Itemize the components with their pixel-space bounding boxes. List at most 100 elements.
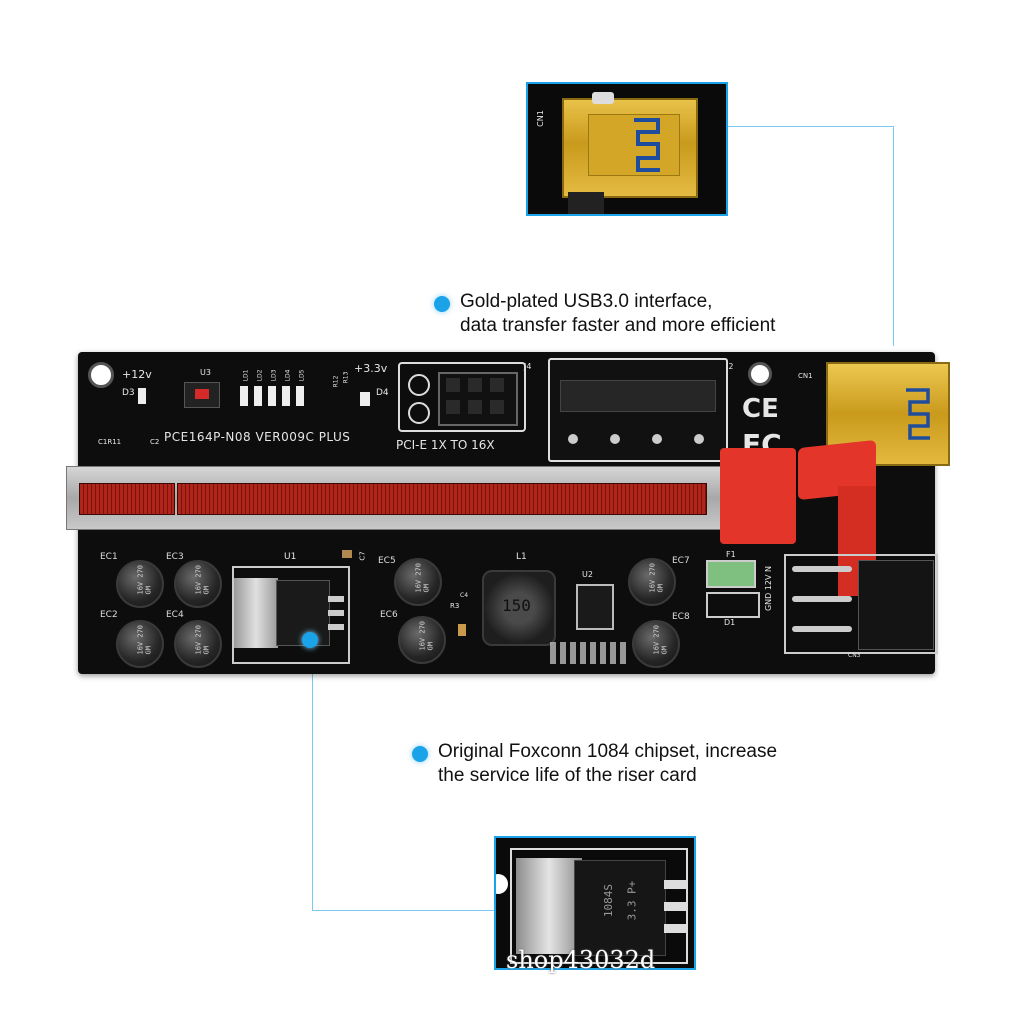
usb-callout-line2: data transfer faster and more efficient	[460, 315, 776, 336]
capacitor-ec6: 16V 270 GM	[398, 616, 446, 664]
u1-label: U1	[284, 552, 297, 562]
usb-pin-icon	[634, 118, 660, 172]
u3-label: U3	[200, 368, 211, 377]
inset-cn1-label: CN1	[535, 110, 545, 127]
chip-marker-dot-icon	[302, 632, 318, 648]
six-pin-connector	[398, 362, 526, 432]
plus12v-label: +12v	[122, 368, 152, 381]
u1-outline	[232, 566, 350, 664]
capacitor-ec7: 16V 270 GM	[628, 558, 676, 606]
r3-label: R3	[450, 602, 460, 610]
led-d3	[138, 388, 146, 404]
u1-pin	[328, 596, 344, 602]
cn1-label: CN1	[798, 372, 813, 380]
capacitor-ec3: 16V 270 GM	[174, 560, 222, 608]
usb-connector-line-v	[893, 126, 894, 346]
inset-pin	[664, 880, 686, 889]
pcie-label: PCI-E 1X TO 16X	[396, 438, 495, 452]
ec3-label: EC3	[166, 552, 184, 562]
chip-callout-line2: the service life of the riser card	[438, 765, 697, 786]
chip-closeup-inset: 1084S 3.3 P+	[494, 836, 696, 970]
r12-label: R12	[332, 375, 340, 388]
usb-callout: Gold-plated USB3.0 interface, data trans…	[434, 290, 775, 338]
solder-pads	[550, 642, 628, 664]
u1-pin	[328, 610, 344, 616]
c2-label: C2	[150, 438, 160, 446]
capacitor-ec1: 16V 270 GM	[116, 560, 164, 608]
d3-label: D3	[122, 388, 135, 398]
inset-pin	[664, 924, 686, 933]
c7-label: C7	[358, 551, 367, 561]
ec2-label: EC2	[100, 610, 118, 620]
inset-latch	[592, 92, 614, 104]
watermark: shop43032d	[506, 946, 656, 974]
j4-label: J4	[524, 362, 532, 371]
led-d4	[360, 392, 370, 406]
c4-label: C4	[460, 592, 469, 599]
chip-callout-line1: Original Foxconn 1084 chipset, increase	[438, 741, 778, 762]
usb-callout-line1: Gold-plated USB3.0 interface,	[460, 291, 713, 312]
ec5-label: EC5	[378, 556, 396, 566]
r13-label: R13	[342, 371, 350, 384]
molex-connector	[548, 358, 728, 462]
plus33v-label: +3.3v	[354, 362, 388, 375]
inset-chip-code: 3.3 P+	[625, 880, 639, 921]
ec6-label: EC6	[380, 610, 398, 620]
chip-connector-line-v	[312, 642, 313, 910]
mount-hole	[748, 362, 772, 386]
inset-outline	[510, 848, 688, 964]
bullet-dot-icon	[434, 296, 450, 312]
ld3-label: LD3	[270, 369, 278, 382]
inset-cable	[568, 192, 604, 214]
capacitor-ec4: 16V 270 GM	[174, 620, 222, 668]
inductor-l1	[482, 570, 556, 646]
cn3-label: CN3	[848, 652, 861, 659]
ld5-label: LD5	[298, 369, 306, 382]
inset-mount-hole	[496, 874, 508, 894]
capacitor-ec2: 16V 270 GM	[116, 620, 164, 668]
inset-chip	[574, 860, 666, 956]
power-pins-label: GND 12V N	[764, 565, 774, 612]
inset-heatsink	[516, 858, 582, 954]
inset-usb-tongue	[588, 114, 680, 176]
bullet-dot-icon	[412, 746, 428, 762]
l1-label: L1	[516, 552, 527, 562]
j2-label: J2	[726, 362, 734, 371]
d4-label: D4	[376, 388, 389, 398]
capacitor-ec5: 16V 270 GM	[394, 558, 442, 606]
board-usb-pin-icon	[906, 388, 930, 440]
c1r11-label: C1R11	[98, 438, 122, 446]
u2-label: U2	[582, 570, 593, 579]
u1-pin	[328, 624, 344, 630]
inset-pin	[664, 902, 686, 911]
u2-chip	[576, 584, 614, 630]
fuse-f1	[706, 560, 756, 588]
capacitor-c7	[342, 550, 352, 558]
u3-chip	[184, 382, 220, 408]
inset-chip-text: 1084S	[602, 883, 616, 918]
diode-d1	[706, 592, 760, 618]
chip-connector-line-h	[312, 910, 496, 911]
d1-label: D1	[724, 618, 736, 627]
mount-hole	[88, 362, 114, 388]
ld4-label: LD4	[284, 369, 292, 382]
ec4-label: EC4	[166, 610, 184, 620]
f1-label: F1	[726, 550, 736, 559]
slot-segment-long	[177, 483, 707, 515]
slot-segment-short	[79, 483, 175, 515]
ld2-label: LD2	[256, 369, 264, 382]
ec1-label: EC1	[100, 552, 118, 562]
riser-pcb: +12v D3 U3 LD1 LD2 LD3 LD4 LD5 +3.3v R12…	[66, 352, 950, 674]
led-row	[236, 368, 316, 418]
usb-connector-line-h	[726, 126, 894, 127]
ec8-label: EC8	[672, 612, 690, 622]
pcie-x16-slot	[66, 466, 722, 530]
side-power-connector	[784, 554, 938, 654]
u1-heatsink	[234, 578, 278, 648]
slot-latch	[720, 448, 796, 544]
chip-callout: Original Foxconn 1084 chipset, increase …	[412, 740, 777, 788]
inductor-code: 150	[502, 596, 531, 615]
resistor-r3	[458, 624, 466, 636]
model-label: PCE164P-N08 VER009C PLUS	[164, 430, 351, 444]
